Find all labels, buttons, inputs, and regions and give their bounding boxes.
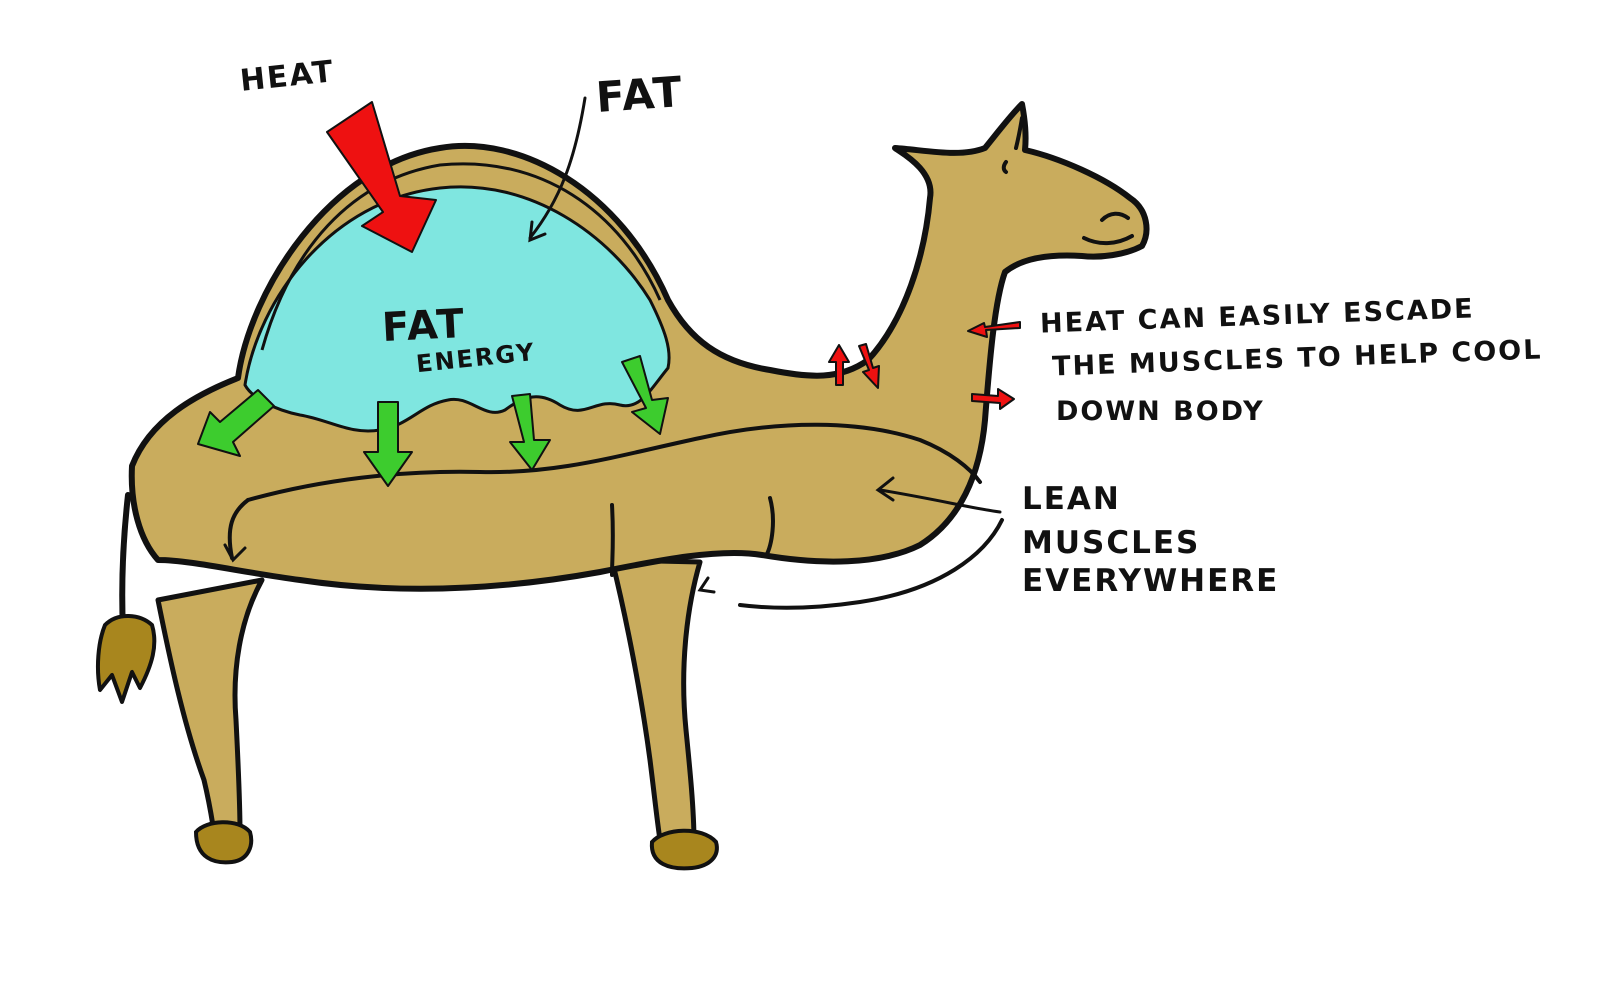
hump-lining [260, 162, 662, 351]
heat-escape-label-line3: DOWN BODY [1056, 396, 1265, 427]
energy-arrows [197, 355, 669, 487]
fat-label: FAT [594, 66, 686, 123]
cooling-arrow-icon [828, 344, 850, 386]
energy-arrow-icon [197, 389, 275, 457]
cooling-arrows [828, 321, 1021, 410]
cooling-arrow-icon [967, 321, 1021, 338]
cooling-arrow-icon [858, 343, 880, 389]
lean-muscles-label-line1: LEAN [1022, 481, 1121, 517]
heat-arrow-icon [326, 101, 437, 253]
energy-arrow-icon [363, 401, 413, 487]
cooling-arrow-icon [971, 388, 1015, 410]
fat-store [243, 185, 671, 433]
legs [155, 557, 719, 871]
tail [95, 492, 157, 704]
lean-muscle-pointers [223, 96, 1002, 594]
lean-muscles-label-line2: MUSCLES [1022, 525, 1201, 561]
lean-muscles-label-line3: EVERYWHERE [1022, 563, 1280, 599]
energy-arrow-icon [621, 355, 669, 435]
camel-face [1001, 116, 1134, 245]
fat-energy-label-line1: FAT [380, 300, 468, 352]
energy-arrow-icon [509, 393, 551, 471]
